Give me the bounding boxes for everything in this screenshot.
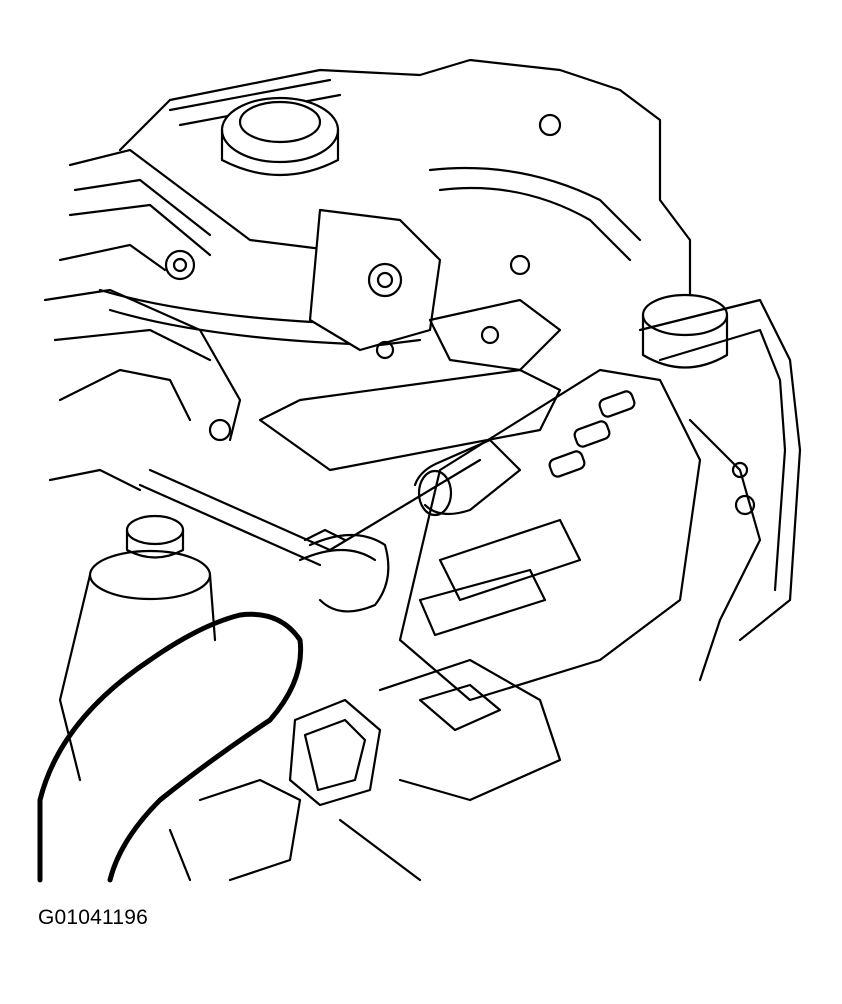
mounting-plate [258, 298, 562, 472]
throttle-body [164, 113, 562, 352]
figure-code: G01041196 [38, 906, 149, 929]
coolant-reservoir-cap [58, 514, 217, 782]
reservoir-cap-right [641, 293, 729, 369]
lower-connector [168, 658, 562, 882]
upper-engine-block [58, 58, 692, 302]
left-engine-detail [43, 288, 242, 492]
intake-plenum-cover [398, 368, 702, 702]
hose-clamp [298, 528, 390, 613]
radiator-hose [37, 611, 304, 883]
hose-end [413, 438, 522, 517]
engine-compartment-illustration [37, 58, 802, 883]
right-wiring-harness [638, 298, 802, 682]
oil-filler-cap [220, 96, 340, 177]
